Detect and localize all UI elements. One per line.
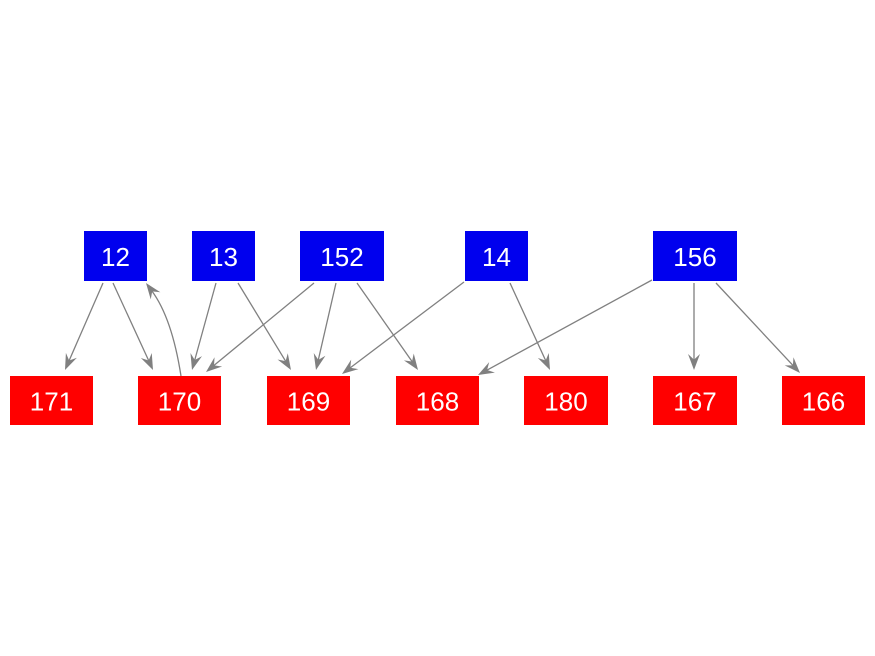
arrowhead-icon [146, 283, 161, 300]
node-box[interactable] [465, 231, 528, 281]
edge-line [237, 282, 287, 363]
edge-line [349, 281, 465, 369]
edge-line [715, 282, 794, 367]
node-label: 171 [30, 387, 73, 417]
node-180[interactable]: 180 [524, 376, 608, 425]
node-box[interactable] [396, 376, 479, 425]
node-box[interactable] [138, 376, 221, 425]
node-box[interactable] [300, 231, 384, 281]
edge-line [212, 282, 315, 367]
edge-line [193, 282, 217, 361]
edge-14-to-180 [509, 282, 550, 370]
edge-line [486, 279, 653, 371]
node-box[interactable] [267, 376, 350, 425]
node-168[interactable]: 168 [396, 376, 479, 425]
edge-156-to-167 [688, 283, 700, 370]
arrowhead-icon [140, 352, 153, 370]
nodes-layer: 12 13 152 14 156 171 170 169 168 180 167 166 [10, 231, 865, 425]
arrowhead-icon [206, 357, 223, 372]
node-171[interactable]: 171 [10, 376, 93, 425]
edges-layer [65, 279, 800, 377]
node-label: 169 [287, 387, 330, 417]
edge-12-to-171 [65, 282, 104, 370]
edge-156-to-168 [478, 279, 653, 375]
node-label: 12 [101, 242, 130, 272]
edge-line [151, 290, 182, 377]
node-label: 152 [320, 242, 363, 272]
node-box[interactable] [524, 376, 608, 425]
node-167[interactable]: 167 [653, 376, 737, 425]
node-label: 14 [482, 242, 511, 272]
arrowhead-icon [537, 352, 550, 370]
arrowhead-icon [784, 357, 800, 373]
arrowhead-icon [190, 352, 203, 370]
node-box[interactable] [84, 231, 147, 281]
node-label: 167 [673, 387, 716, 417]
edge-156-to-166 [715, 282, 800, 373]
edge-152-to-169 [313, 282, 337, 370]
arrowhead-icon [478, 362, 495, 375]
node-label: 166 [802, 387, 845, 417]
node-box[interactable] [782, 376, 865, 425]
arrowhead-icon [277, 353, 291, 370]
edge-line [356, 282, 414, 363]
edge-12-to-170 [112, 282, 153, 370]
node-14[interactable]: 14 [465, 231, 528, 281]
node-label: 170 [158, 387, 201, 417]
arrowhead-icon [65, 352, 77, 370]
edge-14-to-169 [342, 281, 465, 374]
node-156[interactable]: 156 [653, 231, 737, 281]
edge-170-to-12 [146, 283, 182, 377]
node-box[interactable] [653, 231, 737, 281]
node-170[interactable]: 170 [138, 376, 221, 425]
edge-line [509, 282, 547, 362]
node-label: 180 [544, 387, 587, 417]
edge-line [112, 282, 150, 362]
node-box[interactable] [192, 231, 255, 281]
edge-line [317, 282, 337, 361]
node-166[interactable]: 166 [782, 376, 865, 425]
node-label: 13 [209, 242, 238, 272]
edge-line [68, 282, 104, 362]
edge-13-to-170 [190, 282, 217, 370]
edge-13-to-169 [237, 282, 291, 370]
arrowhead-icon [313, 353, 326, 370]
edge-152-to-168 [356, 282, 418, 370]
arrowhead-icon [403, 353, 418, 370]
node-12[interactable]: 12 [84, 231, 147, 281]
node-label: 156 [673, 242, 716, 272]
node-13[interactable]: 13 [192, 231, 255, 281]
node-152[interactable]: 152 [300, 231, 384, 281]
node-box[interactable] [10, 376, 93, 425]
node-label: 168 [416, 387, 459, 417]
edge-152-to-170 [206, 282, 315, 372]
node-box[interactable] [653, 376, 737, 425]
arrowhead-icon [688, 354, 700, 370]
node-169[interactable]: 169 [267, 376, 350, 425]
arrowhead-icon [342, 359, 359, 374]
